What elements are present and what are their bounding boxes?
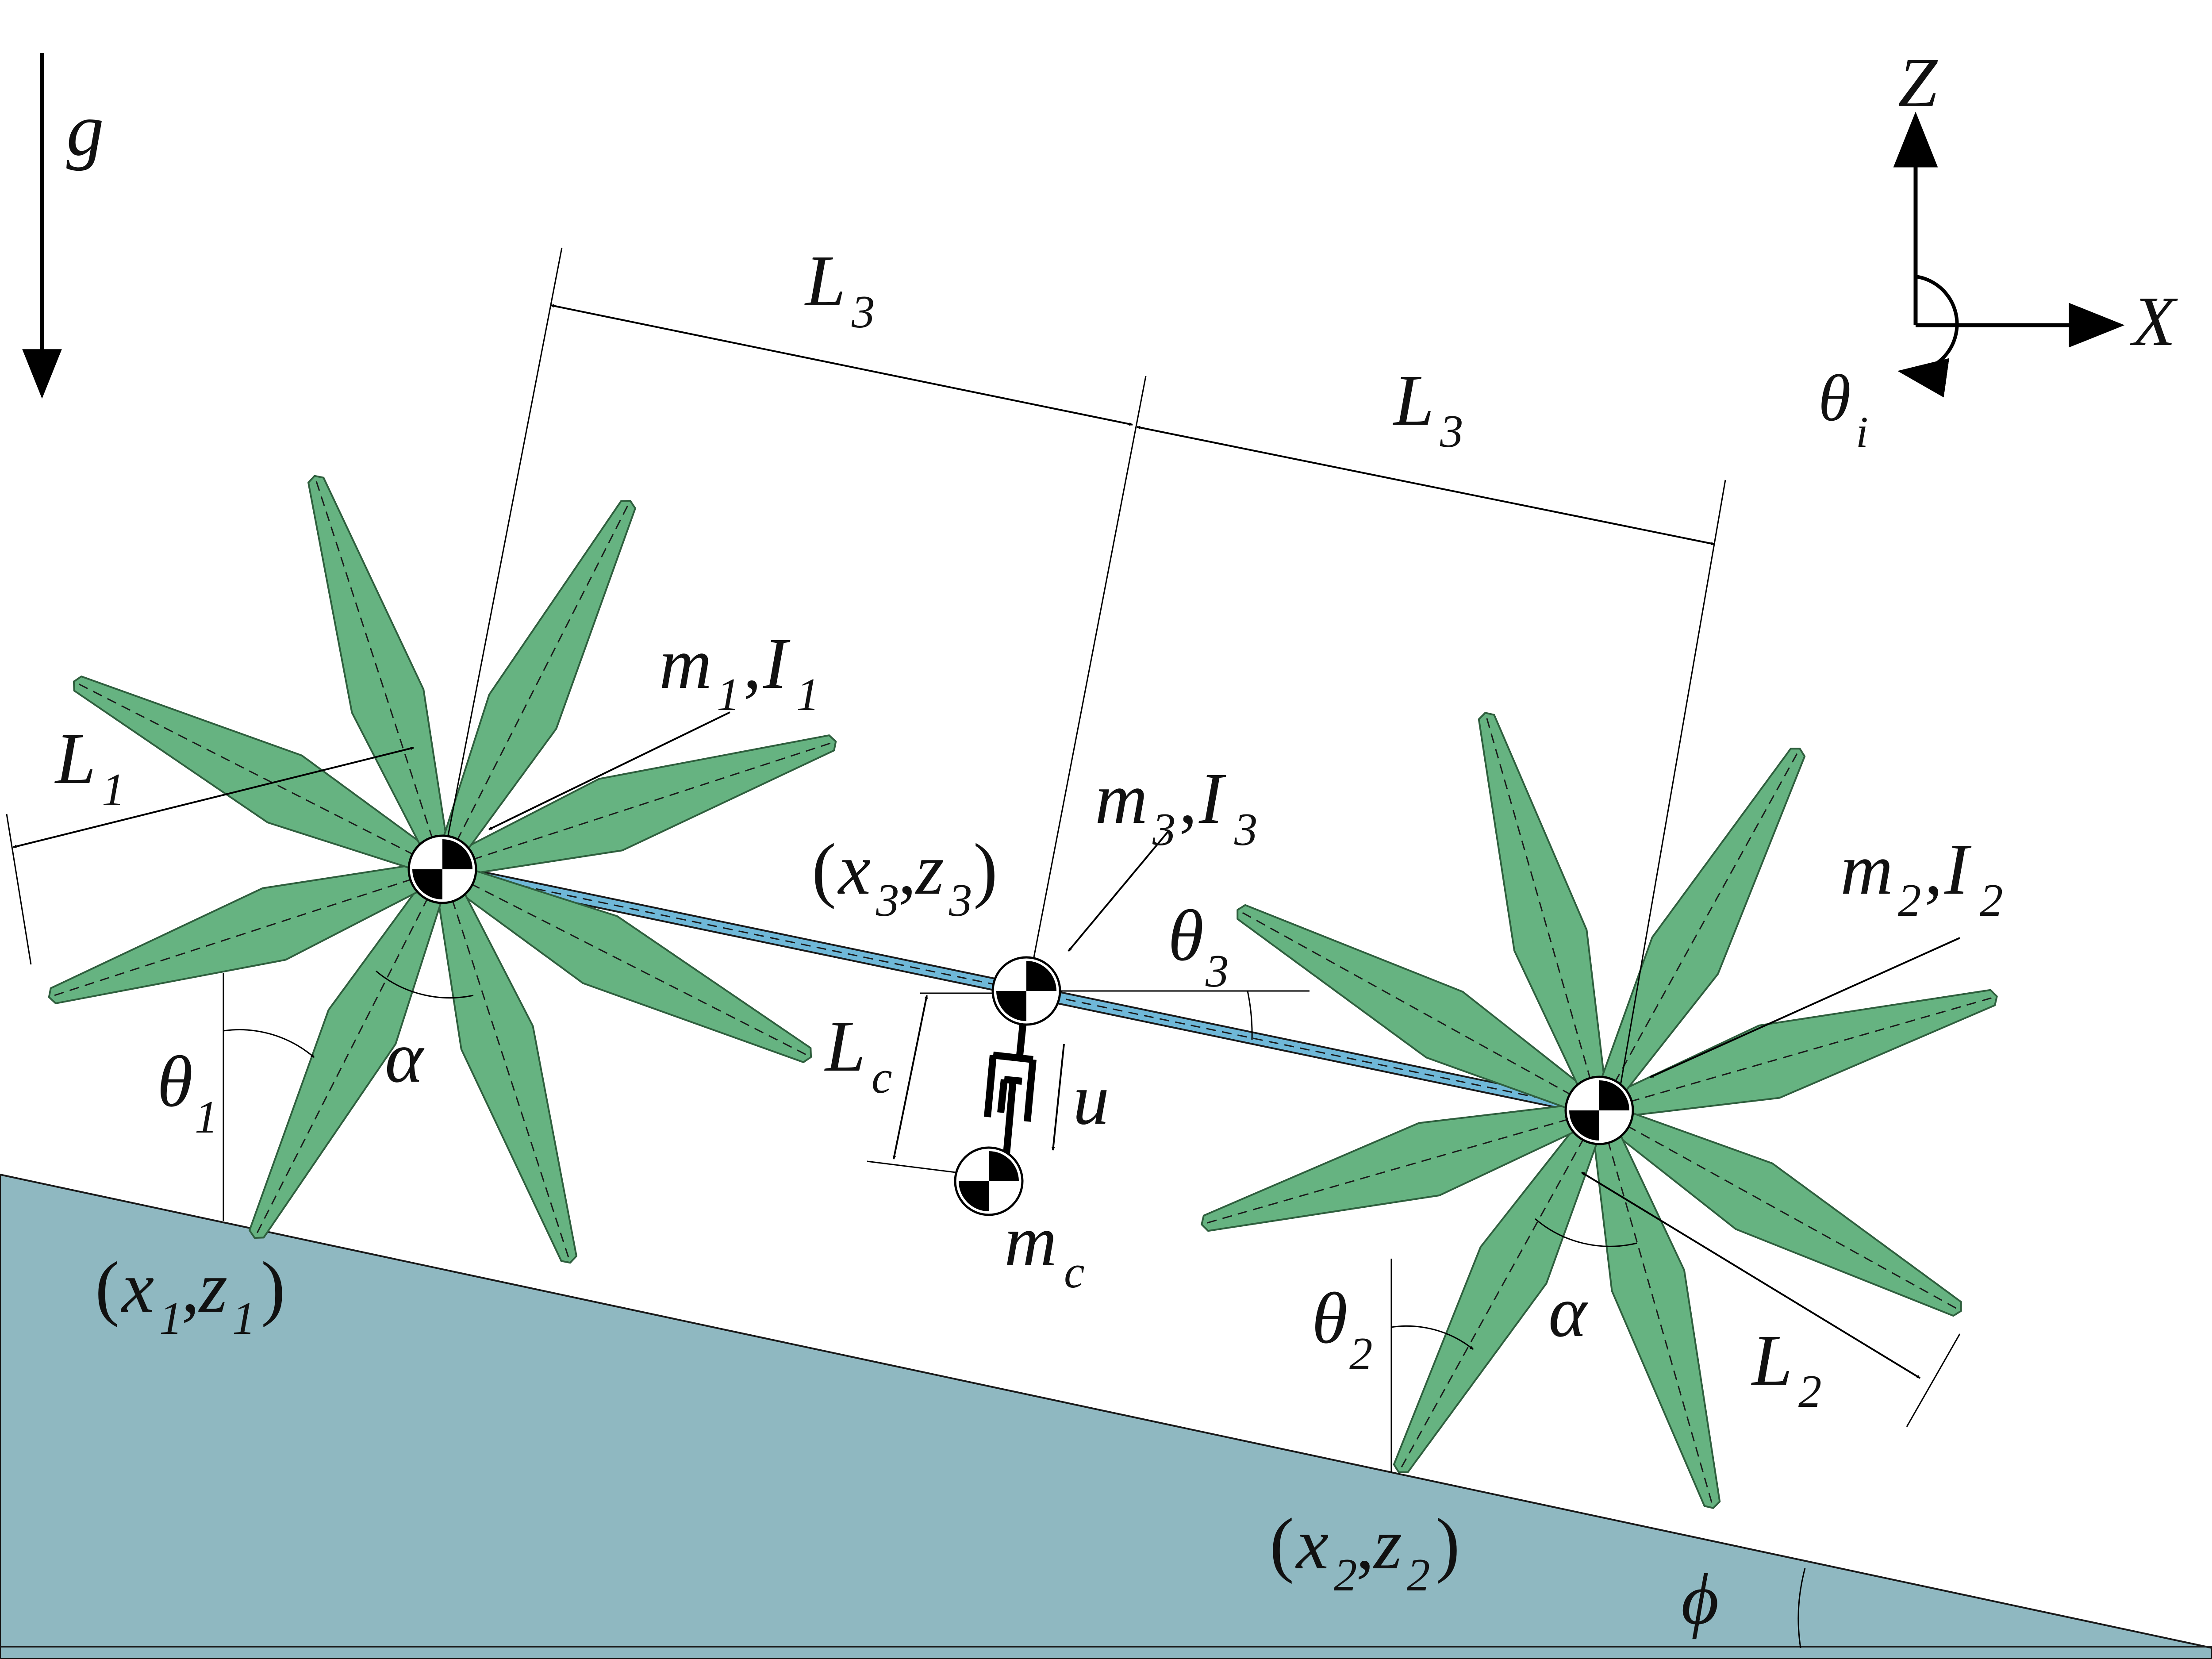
I3-label: I: [1198, 758, 1226, 839]
I2-sub: 2: [1980, 874, 2003, 926]
L3-right-label: L: [1393, 360, 1434, 441]
theta2-arc: [1391, 1325, 1474, 1350]
x2z2-x: x: [1295, 1503, 1329, 1584]
theta1-sub: 1: [195, 1091, 218, 1143]
alpha-right-label: α: [1548, 1271, 1588, 1352]
u-arrow: [1051, 1044, 1065, 1151]
axis-z-label: Z: [1898, 43, 1938, 122]
I1-sub: 1: [796, 668, 820, 720]
m3-label: m: [1095, 758, 1148, 839]
phi-arc: [1797, 1568, 1806, 1648]
m2-pointer: [1650, 937, 1960, 1078]
m3-pointer: [1068, 831, 1169, 952]
L3-left-dimension: [550, 304, 1133, 426]
L3-left-label: L: [804, 240, 846, 321]
alpha-left-arc: [376, 970, 474, 999]
x2z2-close: ): [1436, 1503, 1460, 1584]
theta-i-sub: i: [1856, 407, 1868, 457]
x1z1-z: z: [198, 1247, 227, 1328]
x3z3-comma: ,: [898, 829, 916, 910]
x2z2-z: z: [1373, 1503, 1402, 1584]
theta2-label: θ: [1312, 1278, 1348, 1359]
L1-dimension: [13, 746, 414, 849]
x3z3-x-sub: 3: [876, 874, 899, 926]
m2-comma: ,: [1924, 829, 1943, 910]
x3z3-close: ): [973, 829, 998, 910]
x3z3-open: (: [812, 829, 836, 910]
x3z3-z: z: [915, 829, 944, 910]
Lc-label: L: [824, 1006, 866, 1087]
theta3-sub: 3: [1205, 945, 1229, 997]
x1z1-comma: ,: [181, 1247, 200, 1328]
x1z1-open: (: [95, 1247, 119, 1328]
alpha-left-label: α: [385, 1017, 425, 1098]
I3-sub: 3: [1234, 803, 1258, 855]
x3z3-x: x: [837, 829, 871, 910]
L3-left-sub: 3: [851, 286, 875, 338]
L2-label: L: [1751, 1320, 1793, 1401]
m3-comma: ,: [1179, 758, 1197, 839]
x1z1-x-sub: 1: [159, 1292, 183, 1344]
theta2-sub: 2: [1349, 1328, 1373, 1379]
mc-sub: c: [1064, 1246, 1085, 1298]
m1-comma: ,: [743, 623, 761, 704]
L2-dimension: [1581, 1171, 1921, 1379]
L2-sub: 2: [1798, 1365, 1822, 1417]
alpha-right-arc: [1535, 1218, 1637, 1247]
m1-sub: 1: [717, 668, 740, 720]
mc-label: m: [1004, 1200, 1057, 1281]
com-body-1: [407, 834, 477, 904]
I2-label: I: [1944, 829, 1972, 910]
Lc-sub: c: [872, 1051, 892, 1103]
coordinate-frame: Z X θ i: [1818, 43, 2178, 457]
m1-pointer: [488, 711, 730, 830]
com-body-2: [1564, 1075, 1634, 1145]
theta3-arc: [1247, 991, 1253, 1040]
ground-slope: [0, 1173, 2212, 1659]
x1z1-x: x: [120, 1247, 154, 1328]
m2-sub: 2: [1898, 874, 1921, 926]
gravity-label: g: [66, 88, 104, 171]
axis-x-label: X: [2130, 282, 2178, 361]
x1z1-z-sub: 1: [232, 1292, 256, 1344]
phi-label: ϕ: [1681, 1559, 1719, 1640]
L3-right-sub: 3: [1440, 405, 1463, 457]
theta1-label: θ: [157, 1041, 193, 1122]
theta3-label: θ: [1168, 895, 1204, 976]
L1-sub: 1: [102, 764, 125, 815]
Lc-dimension: [892, 995, 928, 1160]
u-label: u: [1073, 1059, 1110, 1140]
m2-label: m: [1840, 829, 1893, 910]
x2z2-z-sub: 2: [1407, 1549, 1430, 1601]
m1-label: m: [659, 623, 712, 704]
x2z2-comma: ,: [1356, 1503, 1374, 1584]
x1z1-close: ): [261, 1247, 285, 1328]
L1-label: L: [54, 718, 96, 799]
m3-sub: 3: [1152, 803, 1176, 855]
theta-i-label: θ: [1818, 361, 1851, 435]
I1-label: I: [763, 623, 791, 704]
com-pendulum-mass: [954, 1146, 1024, 1216]
x2z2-x-sub: 2: [1334, 1549, 1357, 1601]
theta1-arc: [223, 1029, 315, 1058]
com-body-3: [991, 956, 1061, 1026]
x3z3-z-sub: 3: [949, 874, 972, 926]
L3-right-dimension: [1137, 426, 1715, 545]
x2z2-open: (: [1270, 1503, 1294, 1584]
